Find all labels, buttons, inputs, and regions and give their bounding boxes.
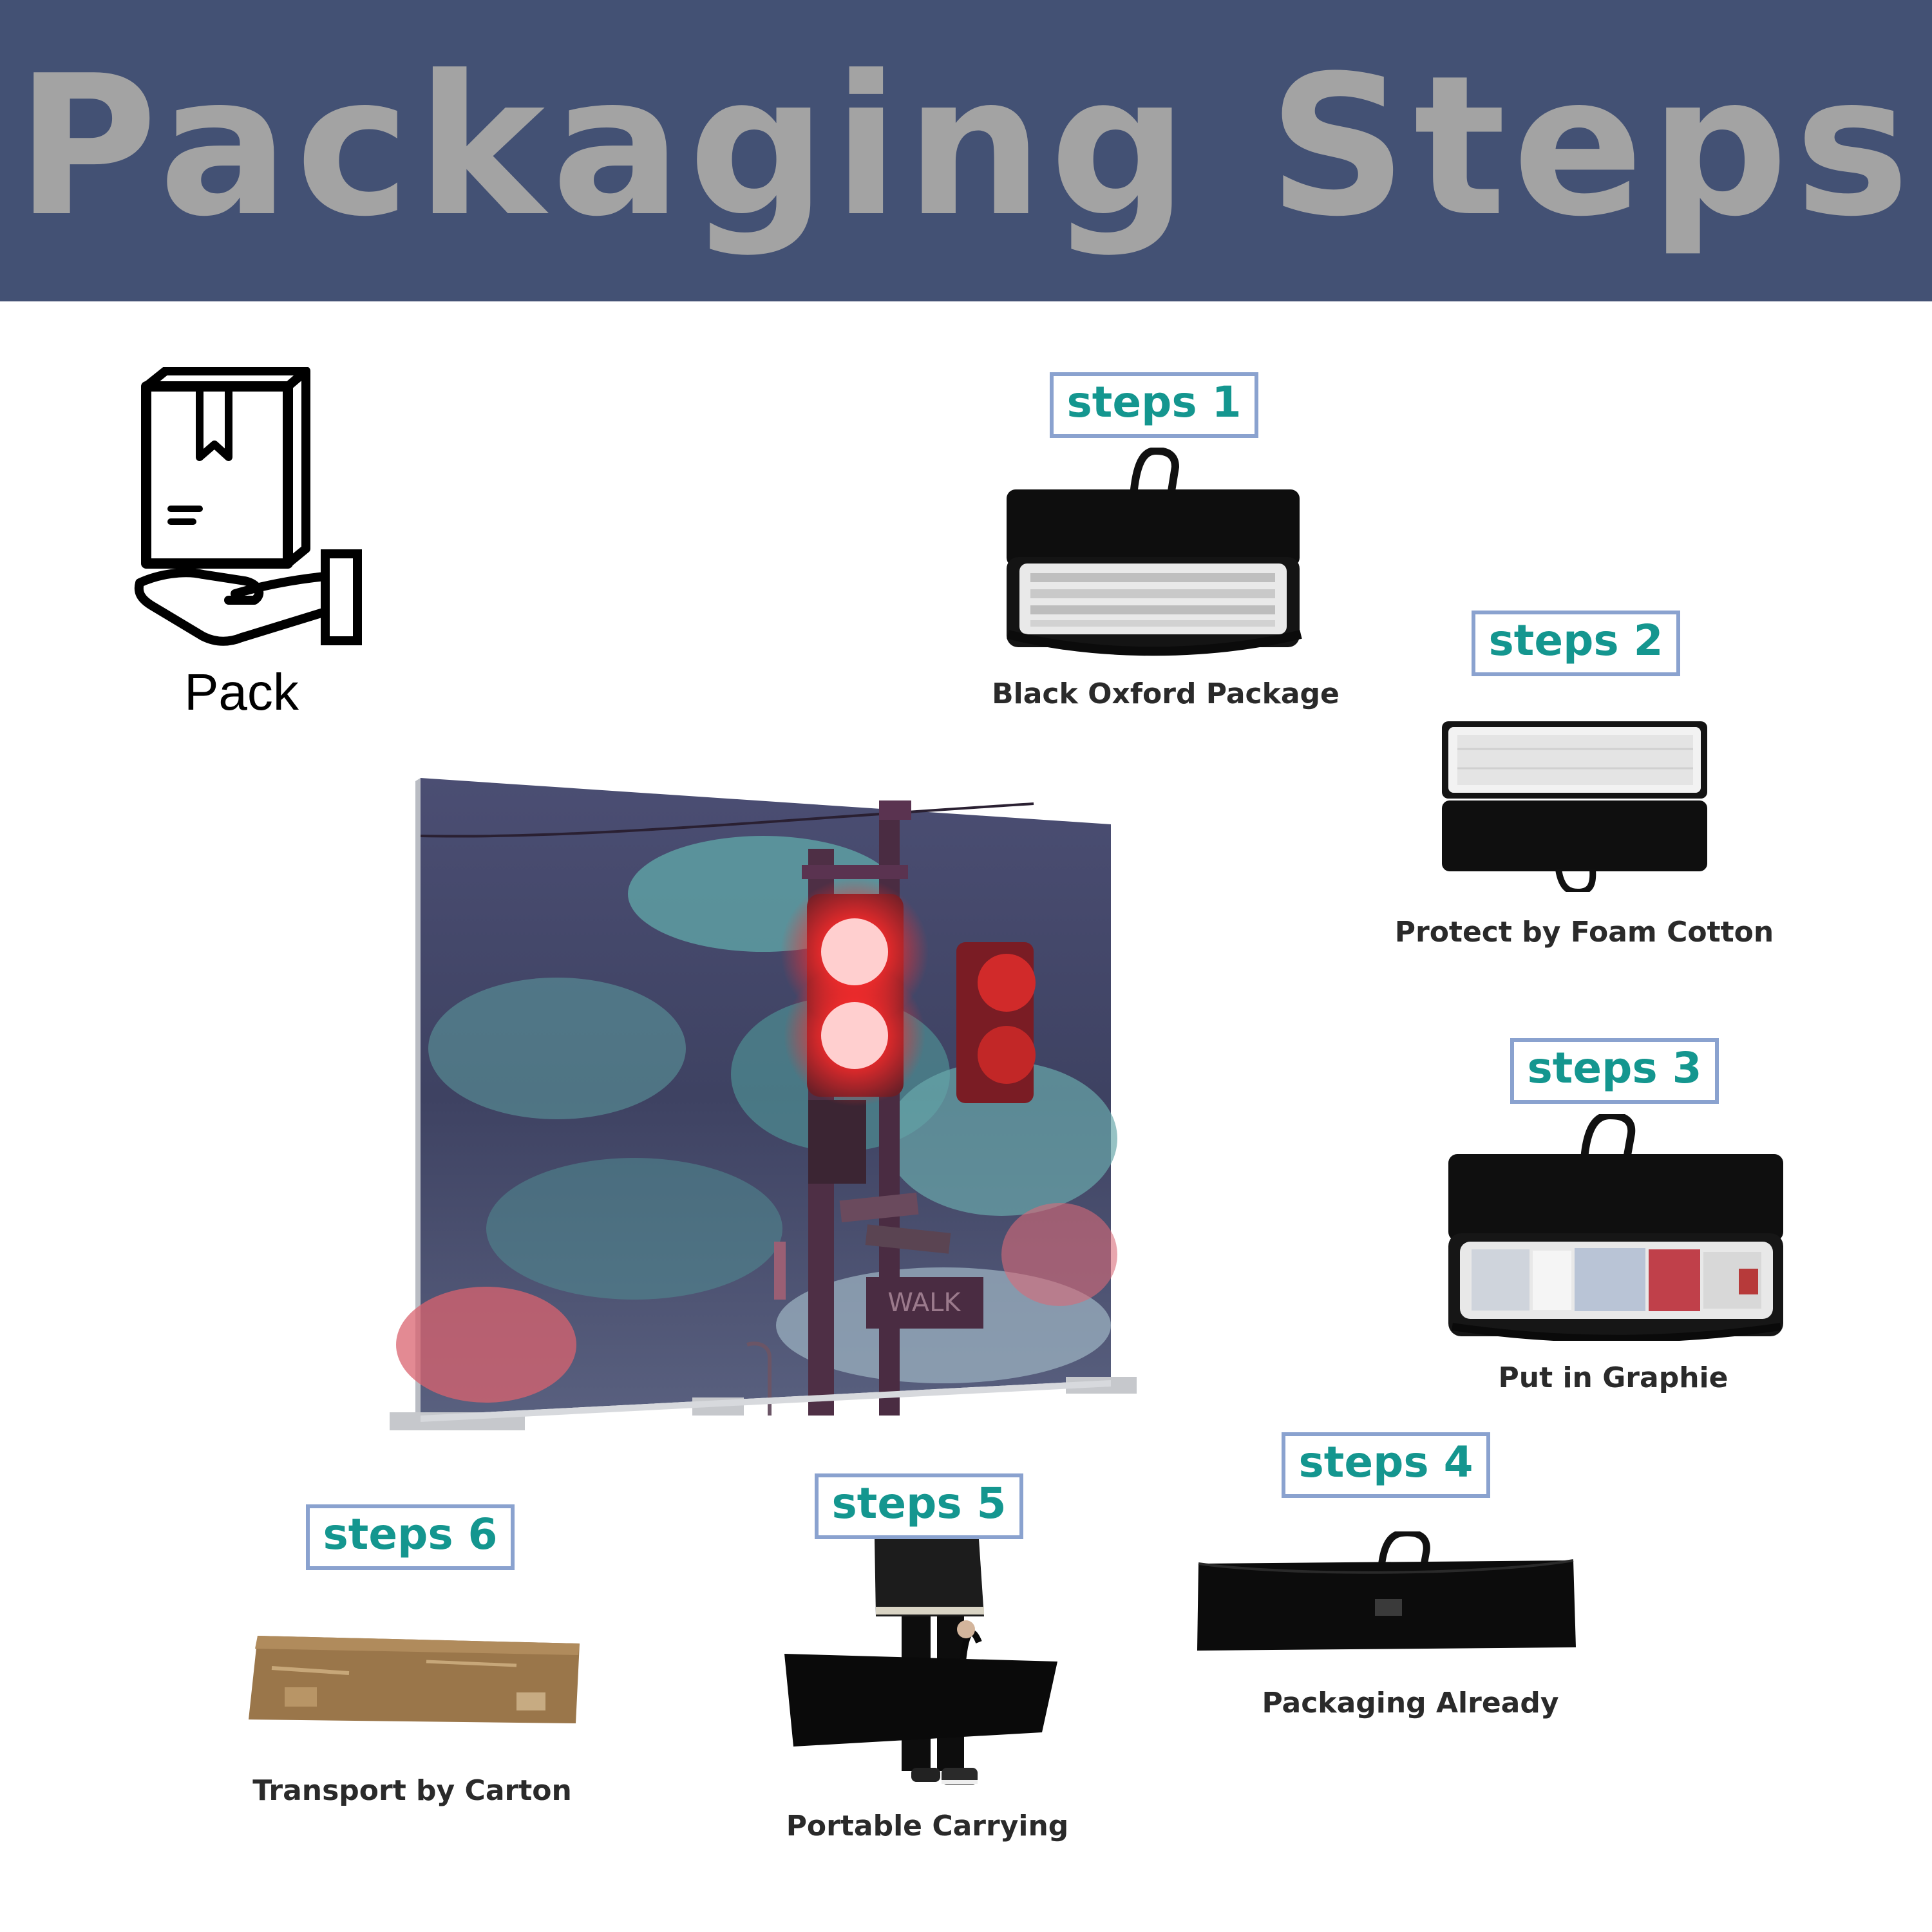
step-4-badge: steps 4 [1282, 1432, 1490, 1498]
step-5-badge: steps 5 [815, 1473, 1023, 1539]
step-3-image [1446, 1114, 1787, 1341]
pack-label: Pack [184, 663, 299, 721]
step-3-caption: Put in Graphie [1498, 1361, 1728, 1394]
step-4-caption: Packaging Already [1262, 1687, 1559, 1719]
step-2-badge: steps 2 [1472, 611, 1680, 676]
step-6-badge: steps 6 [306, 1504, 515, 1570]
step-2-caption: Protect by Foam Cotton [1394, 916, 1774, 949]
step-3-badge: steps 3 [1510, 1038, 1719, 1104]
step-5-image [779, 1539, 1063, 1787]
step-4-image [1195, 1531, 1578, 1657]
step-1-badge: steps 1 [1050, 372, 1258, 438]
step-2-image [1439, 718, 1710, 892]
box-on-hand-icon [132, 367, 380, 650]
display-image: WALK [390, 778, 1146, 1448]
step-1-caption: Black Oxford Package [992, 677, 1340, 710]
header-banner: Packaging Steps [0, 0, 1932, 301]
step-6-image [246, 1636, 581, 1726]
step-1-image [1001, 448, 1304, 660]
display-sign-text: WALK [887, 1288, 961, 1318]
step-5-caption: Portable Carrying [786, 1810, 1069, 1842]
page-title: Packaging Steps [15, 34, 1917, 259]
step-6-caption: Transport by Carton [252, 1774, 572, 1807]
